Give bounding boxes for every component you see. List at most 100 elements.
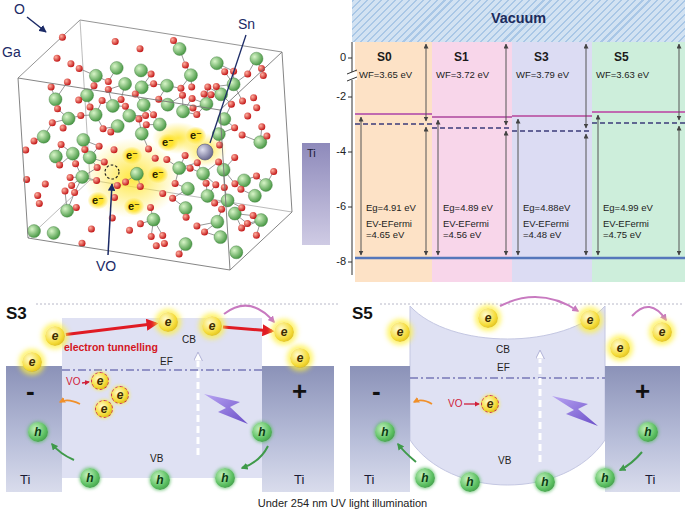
drawing-circle (60, 125, 67, 132)
drawing-path (620, 452, 642, 470)
drawing-circle (183, 214, 190, 221)
tunnelling-arrow (66, 324, 156, 335)
drawing-circle (211, 215, 224, 228)
drawing-circle (187, 165, 194, 172)
atom-label: Sn (238, 16, 255, 33)
drawing-line (464, 403, 479, 404)
drawing-line (197, 354, 200, 455)
drawing-circle (182, 152, 189, 159)
node-text: EF (497, 362, 510, 374)
drawing-line (586, 134, 587, 255)
axis-tick: -4 (336, 145, 346, 158)
axis-tick: -6 (336, 200, 346, 213)
drawing-circle (96, 143, 103, 150)
drawing-circle (250, 94, 257, 101)
drawing-path (398, 444, 416, 462)
drawing-circle (72, 160, 79, 167)
tunnelling-arrow (223, 327, 272, 331)
drawing-circle (170, 37, 177, 44)
drawing-circle (161, 240, 168, 247)
node-text: WF=3.65 eV (359, 69, 412, 80)
particle-letter: h (644, 426, 651, 438)
drawing-line (361, 117, 362, 255)
drawing-circle (105, 165, 119, 179)
drawing-line (506, 131, 507, 255)
drawing-g (22, 34, 277, 259)
particle-letter: e (397, 326, 404, 338)
drawing-line (348, 58, 352, 59)
panel-title: S3 (6, 304, 27, 324)
particle-letter: e (97, 375, 104, 387)
drawing-circle (64, 79, 71, 86)
drawing-circle (88, 225, 95, 232)
drawing-circle (67, 174, 74, 181)
drawing-circle (122, 179, 129, 186)
drawing-circle (155, 96, 162, 103)
drawing-circle (208, 91, 215, 98)
drawing-circle (123, 109, 136, 122)
particle-letter: h (601, 472, 608, 484)
drawing-circle (58, 141, 65, 148)
drawing-circle (122, 103, 129, 110)
drawing-circle (159, 190, 166, 197)
particle-letter: e (487, 398, 494, 410)
node-text: S3 (534, 50, 549, 64)
drawing-circle (258, 123, 265, 130)
particle-letter: h (86, 472, 93, 484)
particle-letter: e (209, 320, 216, 332)
drawing-circle (173, 43, 186, 56)
hole-ball: h (460, 472, 480, 492)
drawing-line (598, 115, 599, 255)
drawing-circle (137, 45, 144, 52)
drawing-line (347, 77, 357, 81)
drawing-circle (231, 124, 238, 131)
drawing-circle (201, 189, 214, 202)
hole-ball: h (215, 468, 235, 488)
drawing-circle (148, 233, 155, 240)
drawing-circle (130, 167, 143, 180)
drawing-path (60, 400, 80, 404)
drawing-circle (135, 64, 148, 77)
drawing-path (410, 306, 605, 485)
drawing-circle (197, 167, 210, 180)
drawing-line (410, 377, 605, 378)
drawing-circle (173, 162, 186, 175)
drawing-circle (147, 213, 160, 226)
node-text: S5 (614, 50, 629, 64)
drawing-line (512, 257, 592, 260)
node-text: + (292, 376, 307, 407)
drawing-circle (91, 82, 98, 89)
drawing-circle (87, 104, 94, 111)
node-text: S0 (377, 50, 392, 64)
drawing-g (34, 41, 274, 255)
drawing-circle (66, 147, 79, 160)
electron-ball: e (91, 372, 109, 390)
drawing-line (355, 257, 432, 260)
drawing-line (18, 20, 80, 78)
node-text: VB (498, 455, 511, 467)
drawing-circle (135, 116, 142, 123)
drawing-circle (153, 242, 160, 249)
ti-energy-block: Ti (302, 143, 330, 245)
drawing-circle (230, 246, 243, 259)
drawing-line (348, 152, 352, 153)
node-text: EV-EFermi =4.56 eV (443, 218, 499, 241)
drawing-circle (213, 83, 220, 90)
edge-label: electron tunnelling (64, 341, 158, 354)
node-text: Eg=4.88eV (523, 202, 570, 213)
drawing-circle (215, 158, 222, 165)
drawing-circle (197, 144, 213, 160)
electron-ball: e (202, 316, 222, 336)
drawing-circle (214, 231, 227, 244)
drawing-circle (119, 77, 132, 90)
drawing-circle (193, 111, 200, 118)
particle-letter: h (34, 426, 41, 438)
drawing-line (592, 257, 685, 260)
drawing-circle (238, 224, 245, 231)
drawing-circle (211, 200, 218, 207)
particle-letter: h (156, 474, 163, 486)
drawing-circle (210, 57, 223, 70)
drawing-circle (105, 78, 112, 85)
drawing-path (242, 446, 268, 468)
drawing-line (62, 369, 262, 370)
